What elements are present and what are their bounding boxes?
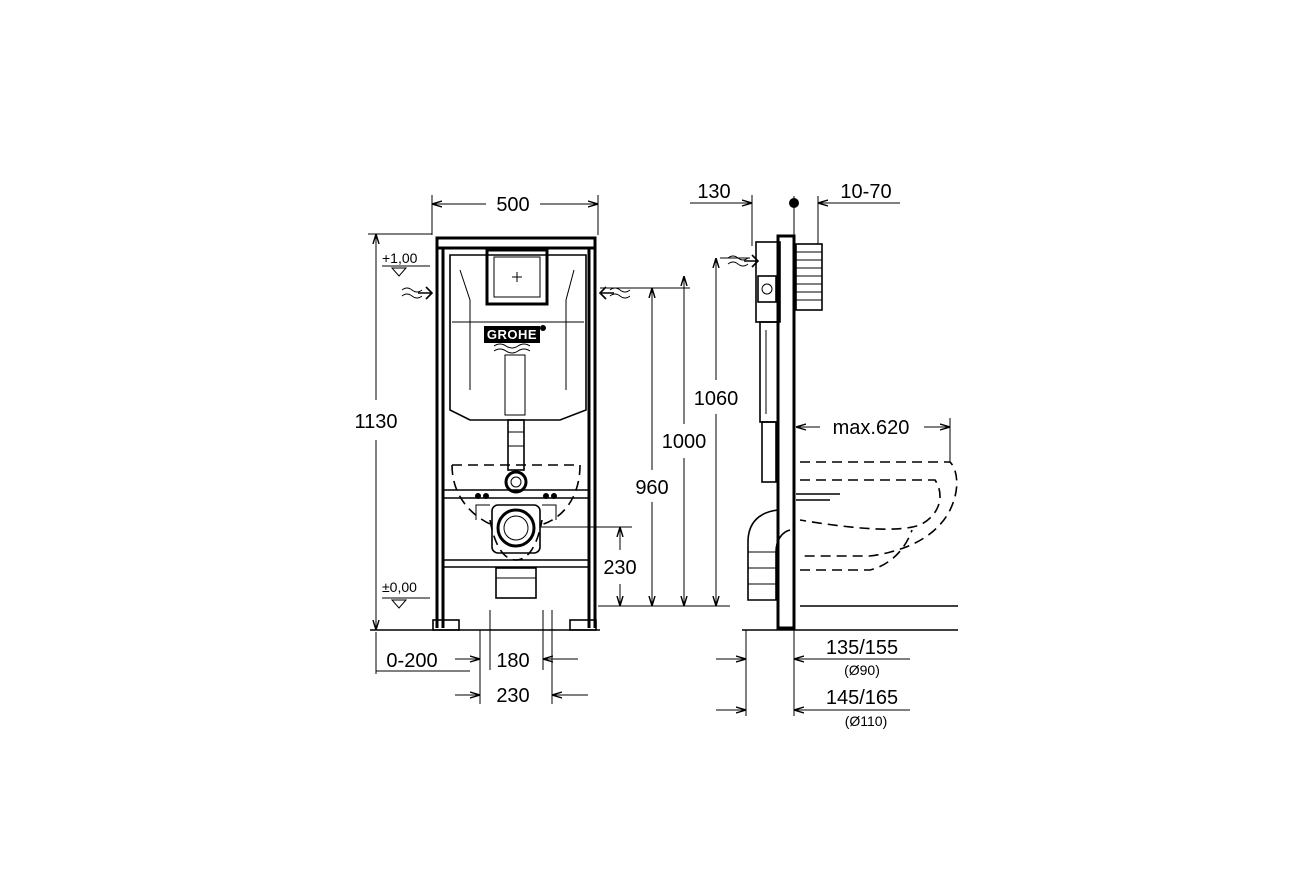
button-height-label: 1000	[662, 431, 707, 453]
dimension-width: 500	[431, 194, 599, 235]
svg-text:±0,00: ±0,00	[382, 579, 417, 595]
side-frame	[755, 234, 796, 630]
frame-height-label: 1060	[694, 388, 739, 410]
offset-90-label: 135/155	[826, 637, 898, 659]
offset-110-label: 145/165	[826, 687, 898, 709]
dia-110-label: (Ø110)	[845, 713, 888, 729]
side-drain-pipe	[747, 509, 791, 601]
side-view: 130 10-70 1060 max.620	[690, 181, 958, 729]
dimension-button-height: 1000	[662, 276, 707, 606]
dimension-drain-width: 230	[455, 610, 588, 707]
bowl-projection-label: max.620	[833, 417, 910, 439]
dimension-depth: 130	[690, 181, 753, 246]
brand-logo: GROHE	[487, 327, 537, 342]
dimension-bowl-projection: max.620	[796, 417, 951, 462]
dimension-offset-110: 145/165 (Ø110)	[716, 687, 910, 729]
dimension-offset-90: 135/155 (Ø90)	[716, 630, 910, 716]
water-supply-side-icon	[727, 254, 760, 268]
button-cover	[795, 243, 823, 311]
dimension-frame-height: 1060	[694, 258, 739, 606]
flush-plate-opening	[485, 248, 549, 306]
drain-width-label: 230	[496, 685, 529, 707]
dimension-flush-height: 960	[635, 288, 669, 606]
dimension-wall-cover: 10-70	[789, 181, 900, 244]
dimension-drain-height: 230	[603, 527, 637, 606]
depth-label: 130	[697, 181, 730, 203]
bowl-outline	[451, 464, 581, 526]
level-zero-mark: ±0,00	[382, 579, 430, 609]
total-height-label: 1130	[354, 411, 397, 433]
adjust-range-label: 0-200	[386, 650, 437, 672]
drain-elbow	[475, 493, 557, 599]
drain-spacing-label: 180	[496, 650, 529, 672]
dimension-total-height: 1130	[354, 233, 432, 630]
water-supply-right-icon	[598, 286, 631, 300]
flush-pipe	[504, 419, 528, 494]
water-supply-left-icon	[401, 286, 434, 300]
width-label: 500	[496, 194, 529, 216]
frame	[432, 236, 597, 631]
brand-logo-badge	[484, 326, 540, 343]
side-bowl-outline	[796, 461, 958, 571]
dia-90-label: (Ø90)	[844, 662, 880, 678]
drain-height-label: 230	[603, 557, 636, 579]
front-view: GROHE	[354, 194, 750, 707]
svg-text:+1,00: +1,00	[382, 250, 418, 266]
cistern: GROHE	[449, 248, 587, 421]
dimension-adjust-range: 0-200	[375, 630, 481, 704]
dimension-drain-spacing: 180	[489, 610, 578, 672]
wall-cover-label: 10-70	[840, 181, 891, 203]
flush-height-label: 960	[635, 477, 668, 499]
level-top-mark: +1,00	[382, 250, 430, 277]
